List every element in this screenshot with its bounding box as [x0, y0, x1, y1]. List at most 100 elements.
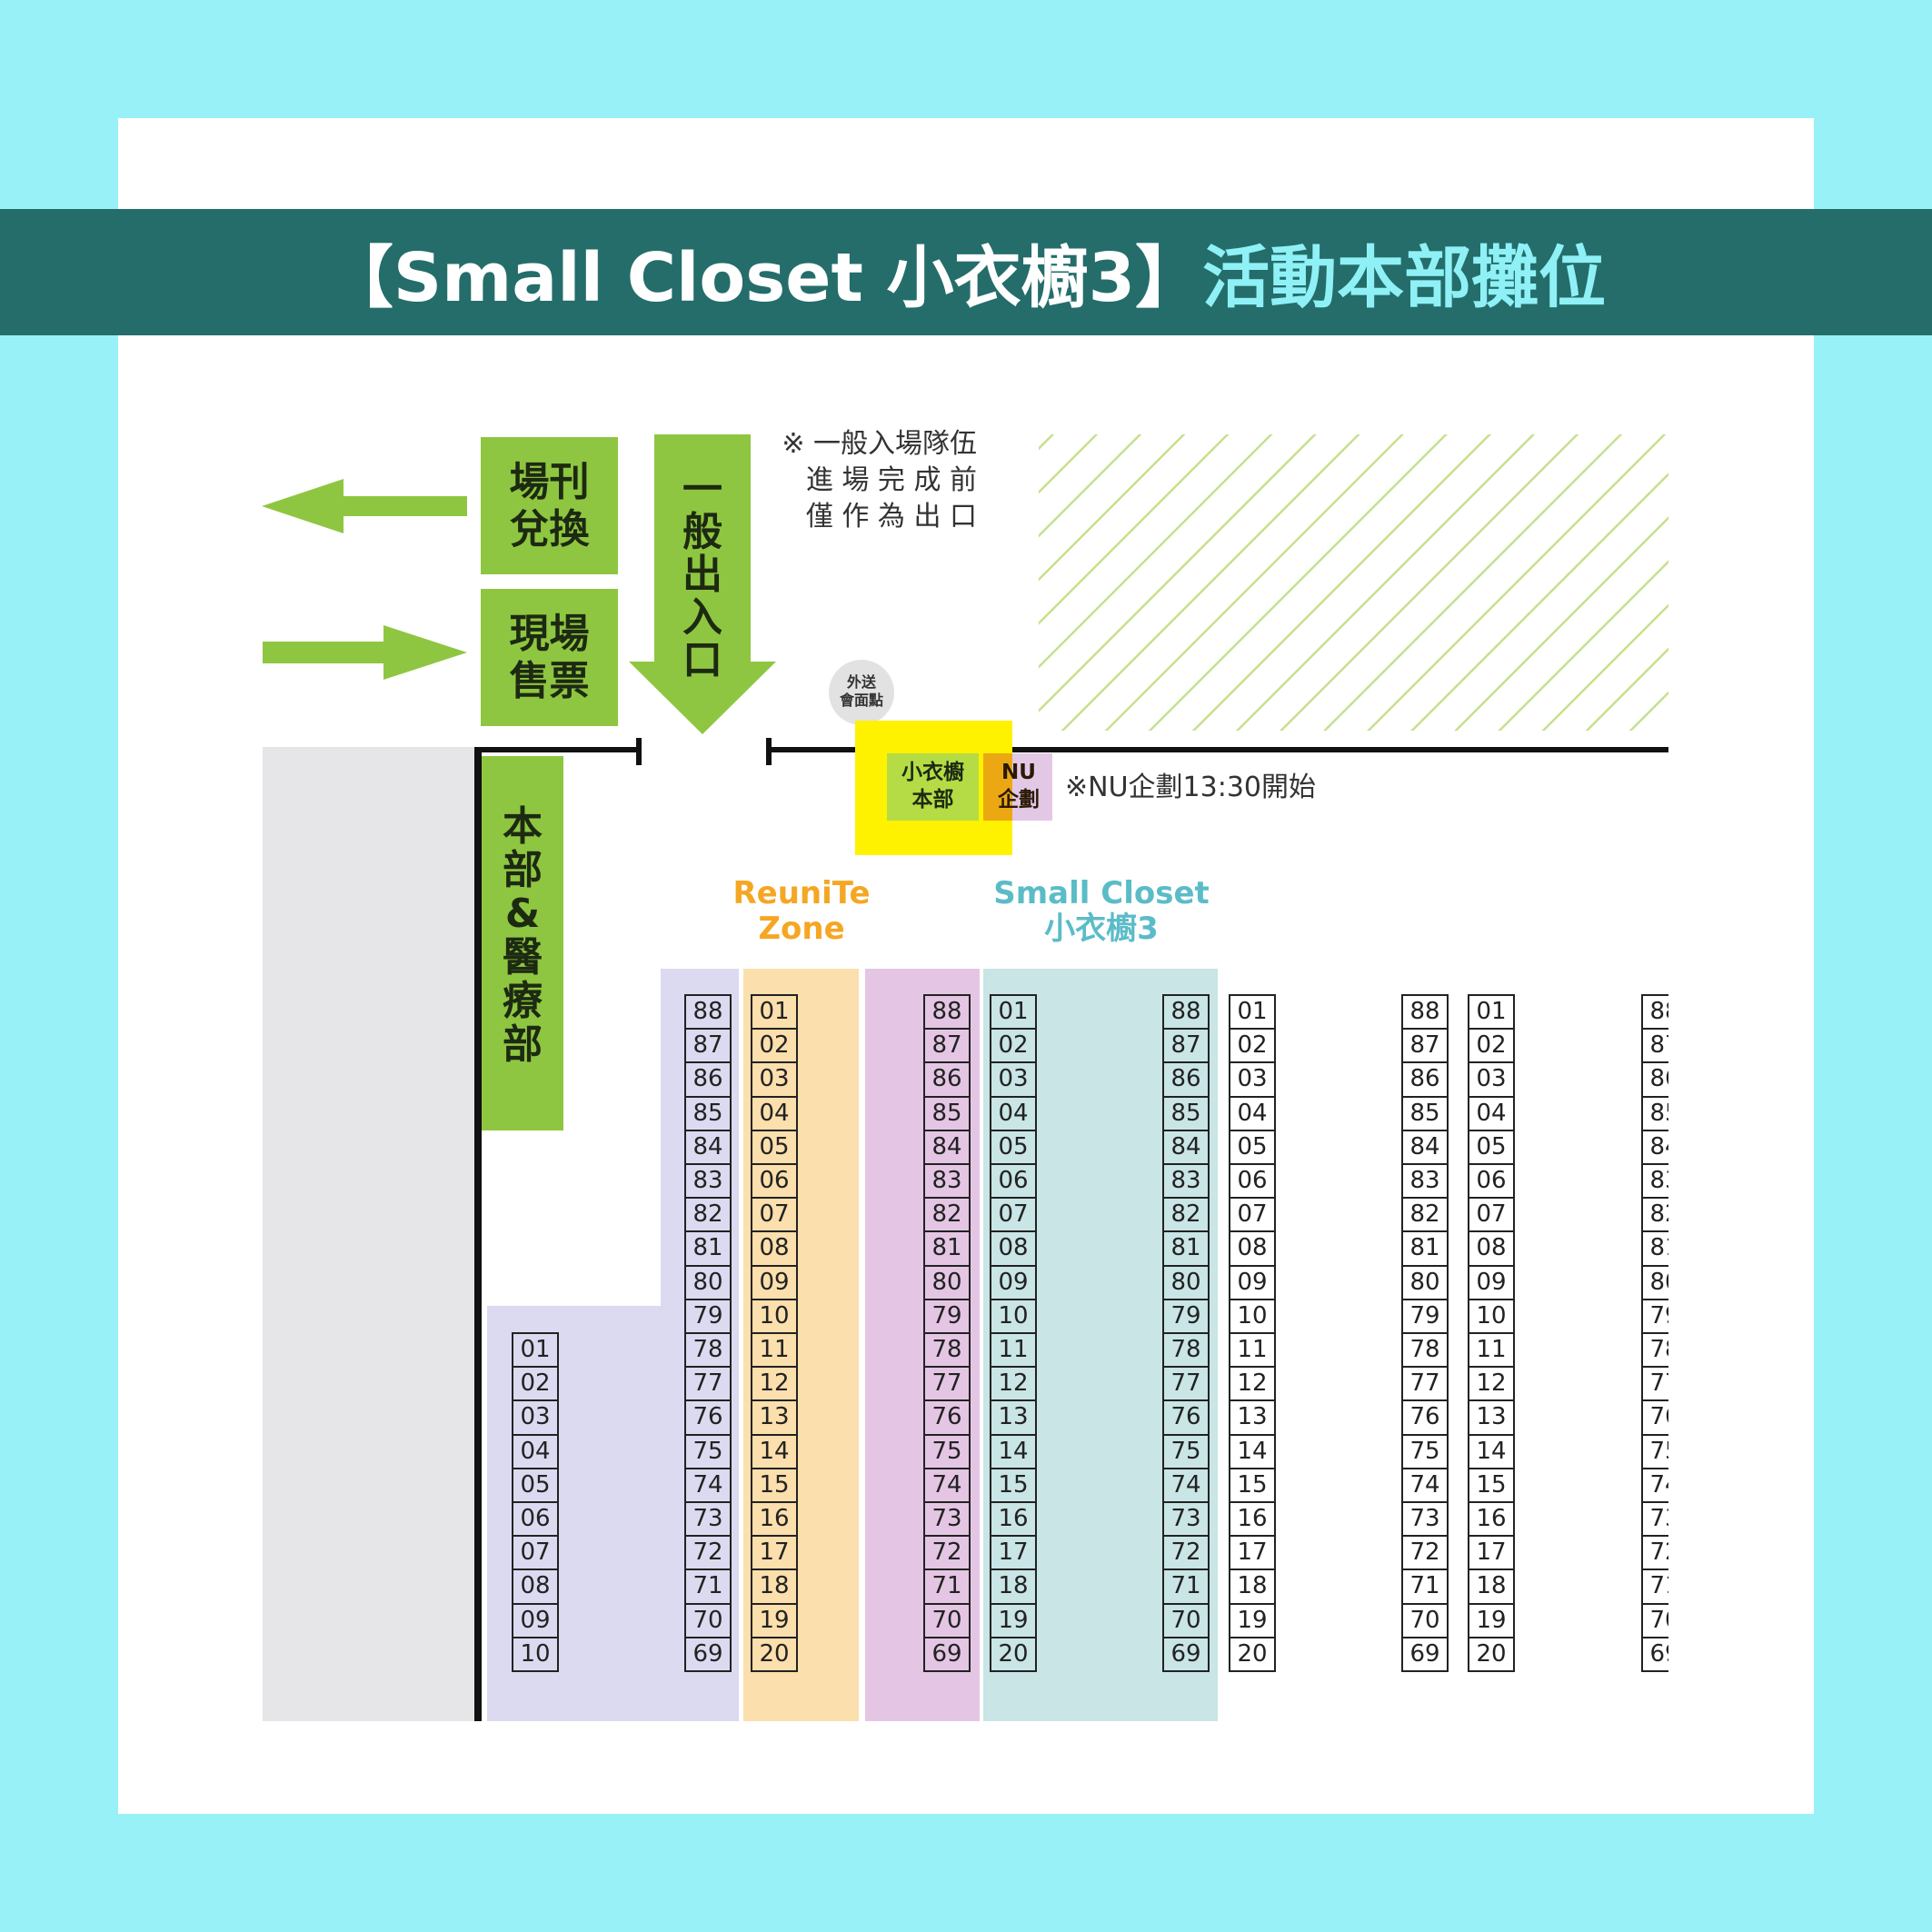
booth-cell: 69: [923, 1636, 971, 1672]
booth-cell: 05: [751, 1129, 798, 1165]
entrance-note-line3: 僅 作 為 出 口: [805, 501, 977, 533]
booth-cell: 01: [751, 994, 798, 1031]
booth-cell: 78: [1162, 1332, 1210, 1369]
booth-cell: 72: [1641, 1535, 1668, 1571]
booth-cell: 78: [684, 1332, 732, 1369]
booth-cell: 88: [1401, 994, 1449, 1031]
booth-cell: 77: [1162, 1366, 1210, 1402]
booth-cell: 08: [1229, 1230, 1276, 1267]
booth-cell: 84: [684, 1129, 732, 1165]
booth-cell: 16: [1468, 1501, 1515, 1538]
booth-cell: 72: [1162, 1535, 1210, 1571]
booth-cell: 83: [684, 1163, 732, 1200]
hq-medical-char-3: &: [504, 891, 541, 937]
booth-cell: 20: [1229, 1636, 1276, 1672]
booth-cell: 02: [1468, 1028, 1515, 1064]
booth-cell: 85: [684, 1095, 732, 1131]
wall-end-left: [636, 738, 642, 765]
booth-cell: 11: [1468, 1332, 1515, 1369]
booth-cell: 83: [1162, 1163, 1210, 1200]
booth-cell: 15: [1229, 1467, 1276, 1503]
booth-cell: 18: [990, 1569, 1037, 1605]
small-closet-hq-box: [887, 753, 979, 821]
booth-cell: 20: [1468, 1636, 1515, 1672]
hq-medical-char-1: 本: [503, 803, 543, 850]
booth-cell: 74: [684, 1467, 732, 1503]
booth-cell: 07: [512, 1535, 559, 1571]
booth-cell: 69: [1401, 1636, 1449, 1672]
program-exchange-line1: 場刊: [509, 458, 590, 505]
booth-cell: 82: [1162, 1197, 1210, 1233]
entrance-char-3: 出: [682, 552, 722, 598]
booth-cell: 19: [1468, 1602, 1515, 1638]
booth-cell: 19: [1229, 1602, 1276, 1638]
booth-cell: 69: [1162, 1636, 1210, 1672]
booth-cell: 71: [1162, 1569, 1210, 1605]
booth-cell: 82: [923, 1197, 971, 1233]
booth-cell: 84: [1641, 1129, 1668, 1165]
booth-cell: 06: [512, 1501, 559, 1538]
booth-cell: 09: [512, 1602, 559, 1638]
booth-cell: 04: [990, 1095, 1037, 1131]
nu-plan-line1: NU: [1001, 761, 1036, 784]
booth-cell: 18: [1229, 1569, 1276, 1605]
booth-cell: 87: [923, 1028, 971, 1064]
entrance-arrow-down: [629, 434, 776, 734]
booth-cell: 10: [512, 1636, 559, 1672]
booth-cell: 74: [1401, 1467, 1449, 1503]
wall-top-right: [766, 747, 1668, 752]
booth-cell: 81: [923, 1230, 971, 1267]
reunite-zone-line2: Zone: [758, 911, 845, 947]
booth-cell: 08: [751, 1230, 798, 1267]
booth-cell: 77: [923, 1366, 971, 1402]
booth-cell: 86: [1401, 1061, 1449, 1098]
booth-cell: 74: [923, 1467, 971, 1503]
booth-cell: 70: [1162, 1602, 1210, 1638]
booth-cell: 20: [990, 1636, 1037, 1672]
meeting-point-label: 外送 會面點: [829, 673, 894, 710]
booth-cell: 76: [1162, 1399, 1210, 1436]
booth-cell: 76: [1641, 1399, 1668, 1436]
booth-cell: 85: [1641, 1095, 1668, 1131]
booth-cell: 78: [923, 1332, 971, 1369]
booth-cell: 14: [990, 1433, 1037, 1469]
booth-cell: 08: [512, 1569, 559, 1605]
booth-cell: 81: [1162, 1230, 1210, 1267]
booth-cell: 87: [1401, 1028, 1449, 1064]
booth-cell: 83: [923, 1163, 971, 1200]
booth-cell: 17: [990, 1535, 1037, 1571]
booth-cell: 88: [1162, 994, 1210, 1031]
booth-cell: 15: [751, 1467, 798, 1503]
wall-end-right: [766, 738, 772, 765]
booth-cell: 16: [1229, 1501, 1276, 1538]
meeting-point-circle: [829, 660, 894, 725]
title-main: 【Small Closet 小衣櫥3】: [325, 239, 1203, 317]
wall-vertical: [474, 747, 482, 1721]
title-banner: 【Small Closet 小衣櫥3】活動本部攤位: [0, 209, 1932, 335]
booth-cell: 71: [1641, 1569, 1668, 1605]
booth-cell: 81: [1641, 1230, 1668, 1267]
booth-cell: 13: [990, 1399, 1037, 1436]
booth-cell: 01: [512, 1332, 559, 1369]
booth-cell: 18: [1468, 1569, 1515, 1605]
booth-cell: 12: [751, 1366, 798, 1402]
booth-cell: 03: [990, 1061, 1037, 1098]
nu-plan-overlap: [983, 753, 1012, 821]
purple-zone: [487, 969, 739, 1721]
booth-cell: 80: [923, 1264, 971, 1300]
booth-cell: 12: [990, 1366, 1037, 1402]
meeting-point-line1: 外送: [846, 673, 876, 691]
booth-cell: 04: [751, 1095, 798, 1131]
booth-cell: 71: [923, 1569, 971, 1605]
booth-cell: 05: [1468, 1129, 1515, 1165]
booth-cell: 77: [1641, 1366, 1668, 1402]
booth-cell: 73: [923, 1501, 971, 1538]
